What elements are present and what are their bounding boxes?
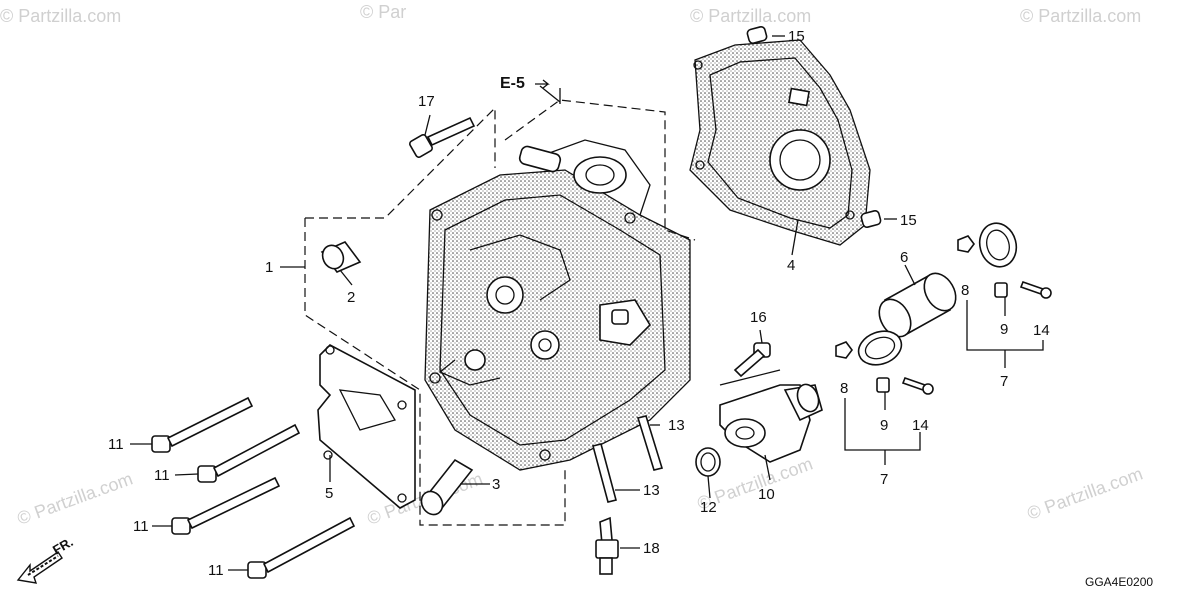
section-ref-label[interactable]: E-5 [500, 75, 525, 92]
callout-16[interactable]: 16 [750, 309, 767, 326]
callouts: 1 2 3 4 5 6 7 7 8 8 9 9 10 11 11 11 11 1… [108, 28, 1050, 579]
dowel-pin [860, 210, 897, 228]
callout-15[interactable]: 15 [788, 28, 805, 45]
intake-pipe [719, 369, 823, 463]
callout-5[interactable]: 5 [325, 485, 333, 502]
flange-bolt [197, 423, 301, 483]
callout-14[interactable]: 14 [1033, 322, 1050, 339]
leader-lines [130, 114, 1044, 571]
callout-11[interactable]: 11 [133, 518, 149, 535]
valve-guide [320, 241, 362, 273]
dowel-pin [746, 26, 785, 44]
watermark: © Partzilla.com [1025, 463, 1146, 523]
callout-9[interactable]: 9 [880, 417, 888, 434]
callout-11[interactable]: 11 [154, 467, 170, 484]
watermark-dark: © Par [360, 2, 406, 22]
watermark: © Partzilla.com [0, 6, 121, 26]
section-reference: E-5 [500, 75, 550, 92]
flange-bolt [171, 476, 281, 535]
callout-9[interactable]: 9 [1000, 321, 1008, 338]
callout-2[interactable]: 2 [347, 289, 355, 306]
screw [901, 280, 1052, 395]
callout-14[interactable]: 14 [912, 417, 929, 434]
mounting-stay [317, 344, 416, 509]
hose-band [978, 222, 1018, 298]
callout-1[interactable]: 1 [265, 259, 273, 276]
callout-15[interactable]: 15 [900, 212, 917, 229]
watermark: © Partzilla.com [1020, 6, 1141, 26]
cylinder-head [424, 139, 691, 471]
callout-7[interactable]: 7 [880, 471, 888, 488]
nut [835, 235, 975, 359]
valve-guide [420, 458, 474, 516]
diagram-reference-code: GGA4E0200 [1085, 575, 1153, 589]
callout-11[interactable]: 11 [108, 436, 124, 453]
watermark: © Partzilla.com [15, 468, 136, 528]
callout-6[interactable]: 6 [900, 249, 908, 266]
hose-band [857, 330, 903, 393]
callout-10[interactable]: 10 [758, 486, 775, 503]
callout-13[interactable]: 13 [643, 482, 660, 499]
o-ring [695, 447, 721, 477]
callout-8[interactable]: 8 [961, 282, 969, 299]
head-cover-gasket [689, 39, 871, 246]
front-direction-indicator: FR. [16, 534, 76, 584]
callout-18[interactable]: 18 [643, 540, 660, 557]
callout-3[interactable]: 3 [492, 476, 500, 493]
callout-13[interactable]: 13 [668, 417, 685, 434]
spark-plug [595, 516, 619, 575]
callout-4[interactable]: 4 [787, 257, 795, 274]
watermark: © Partzilla.com [690, 6, 811, 26]
callout-8[interactable]: 8 [840, 380, 848, 397]
callout-17[interactable]: 17 [418, 93, 435, 110]
flange-bolt [247, 516, 356, 579]
flange-bolt [409, 116, 476, 158]
flange-bolt [733, 342, 771, 378]
callout-7[interactable]: 7 [1000, 373, 1008, 390]
callout-11[interactable]: 11 [208, 562, 224, 579]
insulator [878, 272, 957, 338]
callout-12[interactable]: 12 [700, 499, 717, 516]
stud-bolt [592, 415, 664, 503]
flange-bolt [151, 396, 254, 453]
